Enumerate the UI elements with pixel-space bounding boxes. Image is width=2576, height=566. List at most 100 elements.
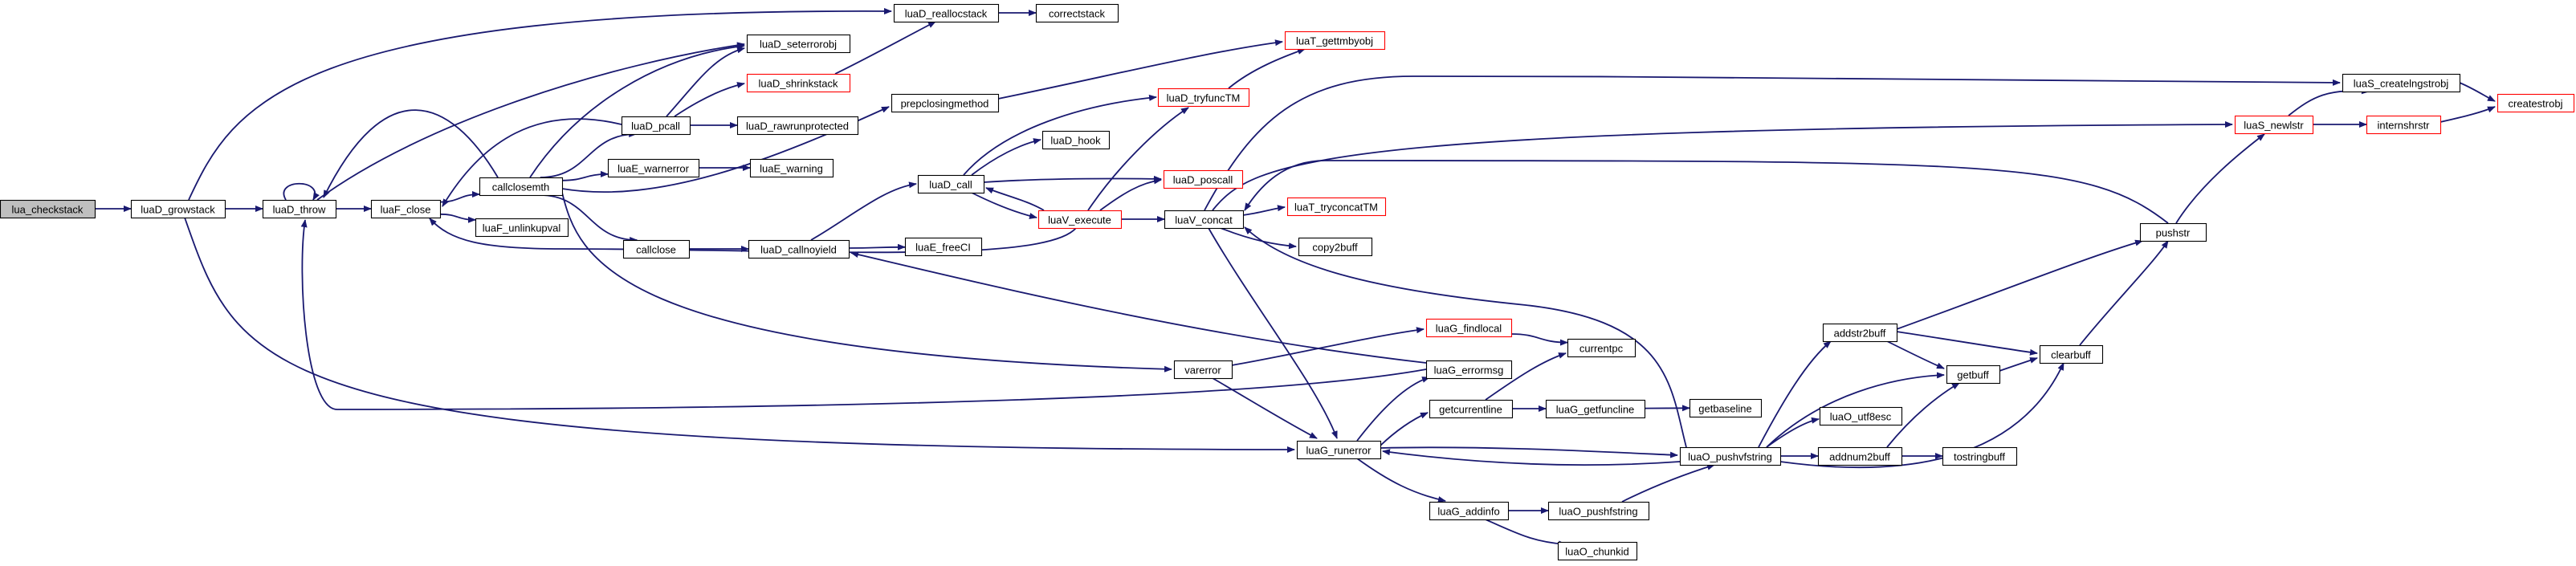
edge-luaD_growstack-to-luaD_reallocstack xyxy=(188,7,892,201)
node-box xyxy=(1817,446,1903,466)
edge-clearbuff-to-pushstr xyxy=(2079,240,2169,346)
node-box xyxy=(736,116,859,136)
node-luaG_findlocal[interactable]: luaG_findlocal xyxy=(1425,318,1513,338)
node-luaE_warnerror[interactable]: luaE_warnerror xyxy=(607,158,700,178)
node-box xyxy=(2039,344,2104,364)
node-luaD_pcall[interactable]: luaD_pcall xyxy=(621,116,691,136)
node-label: luaD_growstack xyxy=(141,204,215,216)
edge-varerror-to-luaG_runerror xyxy=(1212,377,1318,439)
edge-layer xyxy=(95,7,2496,548)
node-luaD_hook[interactable]: luaD_hook xyxy=(1041,130,1111,150)
node-luaO_pushvfstring[interactable]: luaO_pushvfstring xyxy=(1679,446,1782,466)
node-box xyxy=(1429,399,1514,419)
edge-luaD_callnoyield-to-luaD_call xyxy=(810,181,917,241)
node-luaD_growstack[interactable]: luaD_growstack xyxy=(130,199,226,219)
node-luaV_concat[interactable]: luaV_concat xyxy=(1164,210,1245,230)
node-label: luaO_pushfstring xyxy=(1559,506,1637,518)
node-label: luaE_warnerror xyxy=(618,163,690,175)
node-luaD_reallocstack[interactable]: luaD_reallocstack xyxy=(893,3,1000,23)
node-luaO_chunkid[interactable]: luaO_chunkid xyxy=(1557,541,1638,561)
node-box xyxy=(1284,31,1386,51)
edge-luaG_runerror-to-luaG_addinfo xyxy=(1356,458,1446,503)
node-luaF_unlinkupval[interactable]: luaF_unlinkupval xyxy=(475,218,569,238)
node-tostringbuff[interactable]: tostringbuff xyxy=(1942,446,2018,466)
node-luaE_freeCI[interactable]: luaE_freeCI xyxy=(904,237,983,257)
node-box xyxy=(475,218,569,238)
edge-luaG_findlocal-to-currentpc xyxy=(1510,333,1568,346)
node-luaT_tryconcatTM[interactable]: luaT_tryconcatTM xyxy=(1286,197,1387,217)
node-getbaseline[interactable]: getbaseline xyxy=(1689,398,1763,418)
node-correctstack[interactable]: correctstack xyxy=(1035,3,1119,23)
node-box xyxy=(1567,338,1636,358)
node-label: correctstack xyxy=(1049,8,1106,20)
node-label: getbaseline xyxy=(1698,403,1752,415)
node-luaD_callnoyield[interactable]: luaD_callnoyield xyxy=(748,239,850,259)
node-currentpc[interactable]: currentpc xyxy=(1567,338,1636,358)
node-box xyxy=(749,158,834,178)
node-luaF_close[interactable]: luaF_close xyxy=(370,199,442,219)
node-box xyxy=(370,199,442,219)
node-prepclosingmethod[interactable]: prepclosingmethod xyxy=(891,93,1000,113)
node-box xyxy=(746,34,851,54)
node-callclosemth[interactable]: callclosemth xyxy=(479,177,564,197)
node-luaO_utf8esc[interactable]: luaO_utf8esc xyxy=(1819,406,1903,426)
node-luaS_createlngstrobj[interactable]: luaS_createlngstrobj xyxy=(2342,73,2461,93)
node-luaG_getfuncline[interactable]: luaG_getfuncline xyxy=(1545,399,1646,419)
node-luaG_runerror[interactable]: luaG_runerror xyxy=(1296,440,1382,460)
edge-luaS_createlngstrobj-to-createstrobj xyxy=(2459,82,2496,102)
node-label: luaF_close xyxy=(381,204,431,216)
edge-luaD_throw-to-luaD_seterrorobj xyxy=(316,42,745,201)
node-box xyxy=(1286,197,1387,217)
node-label: addstr2buff xyxy=(1834,328,1886,340)
node-luaT_gettmbyobj[interactable]: luaT_gettmbyobj xyxy=(1284,31,1386,51)
node-lua_checkstack[interactable]: lua_checkstack xyxy=(0,199,96,219)
node-label: luaD_throw xyxy=(273,204,326,216)
node-label: pushstr xyxy=(2156,227,2191,239)
node-box xyxy=(1557,541,1638,561)
node-addnum2buff[interactable]: addnum2buff xyxy=(1817,446,1903,466)
node-label: tostringbuff xyxy=(1954,451,2005,463)
node-luaD_call[interactable]: luaD_call xyxy=(917,174,985,194)
node-luaD_tryfuncTM[interactable]: luaD_tryfuncTM xyxy=(1157,88,1250,108)
node-label: luaS_newlstr xyxy=(2244,120,2304,132)
node-luaO_pushfstring[interactable]: luaO_pushfstring xyxy=(1547,501,1650,521)
edge-internshrstr-to-createstrobj xyxy=(2439,106,2496,123)
node-luaG_errormsg[interactable]: luaG_errormsg xyxy=(1425,360,1513,380)
edge-luaV_execute-to-luaD_tryfuncTM xyxy=(1087,107,1189,211)
node-luaD_shrinkstack[interactable]: luaD_shrinkstack xyxy=(746,73,851,93)
node-luaS_newlstr[interactable]: luaS_newlstr xyxy=(2234,115,2314,135)
node-luaD_rawrunprotected[interactable]: luaD_rawrunprotected xyxy=(736,116,859,136)
node-label: prepclosingmethod xyxy=(901,98,989,110)
node-luaG_addinfo[interactable]: luaG_addinfo xyxy=(1429,501,1510,521)
node-box xyxy=(2497,93,2575,113)
edge-addstr2buff-to-clearbuff xyxy=(1896,331,2038,356)
node-luaD_throw[interactable]: luaD_throw xyxy=(262,199,337,219)
node-varerror[interactable]: varerror xyxy=(1173,360,1233,380)
node-luaD_seterrorobj[interactable]: luaD_seterrorobj xyxy=(746,34,851,54)
node-addstr2buff[interactable]: addstr2buff xyxy=(1822,323,1898,343)
edge-luaD_call-to-luaD_poscall xyxy=(983,175,1162,183)
node-luaE_warning[interactable]: luaE_warning xyxy=(749,158,834,178)
node-luaD_poscall[interactable]: luaD_poscall xyxy=(1163,169,1244,189)
node-clearbuff[interactable]: clearbuff xyxy=(2039,344,2104,364)
node-createstrobj[interactable]: createstrobj xyxy=(2497,93,2575,113)
edge-luaG_addinfo-to-luaO_chunkid xyxy=(1485,519,1567,548)
edge-luaG_runerror-to-getcurrentline xyxy=(1380,412,1429,446)
node-label: callclosemth xyxy=(492,181,550,193)
node-box xyxy=(1157,88,1250,108)
node-label: luaS_createlngstrobj xyxy=(2354,78,2449,90)
node-label: luaO_pushvfstring xyxy=(1688,451,1772,463)
node-label: luaO_utf8esc xyxy=(1830,411,1892,423)
node-copy2buff[interactable]: copy2buff xyxy=(1298,237,1373,257)
node-label: luaD_poscall xyxy=(1173,174,1233,186)
node-getbuff[interactable]: getbuff xyxy=(1946,364,2001,385)
node-box xyxy=(746,73,851,93)
node-pushstr[interactable]: pushstr xyxy=(2139,222,2207,242)
node-callclose[interactable]: callclose xyxy=(622,239,691,259)
node-label: luaD_reallocstack xyxy=(905,8,988,20)
node-luaV_execute[interactable]: luaV_execute xyxy=(1037,210,1123,230)
node-getcurrentline[interactable]: getcurrentline xyxy=(1429,399,1514,419)
node-internshrstr[interactable]: internshrstr xyxy=(2366,115,2442,135)
edge-callclosemth-to-luaE_warnerror xyxy=(561,170,609,181)
